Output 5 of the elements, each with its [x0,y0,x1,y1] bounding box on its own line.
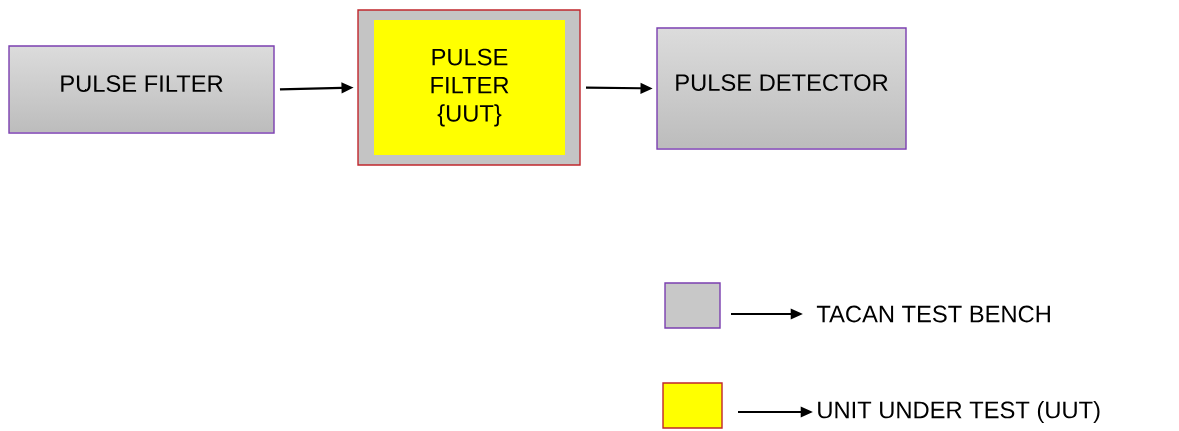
legend-label: UNIT UNDER TEST (UUT) [818,400,1100,424]
process-box: PULSE FILTER {UUT} [374,20,565,155]
process-box: PULSE DETECTOR [656,27,907,150]
legend-label: TACAN TEST BENCH [816,305,1050,323]
process-box: PULSE FILTER [8,45,275,134]
